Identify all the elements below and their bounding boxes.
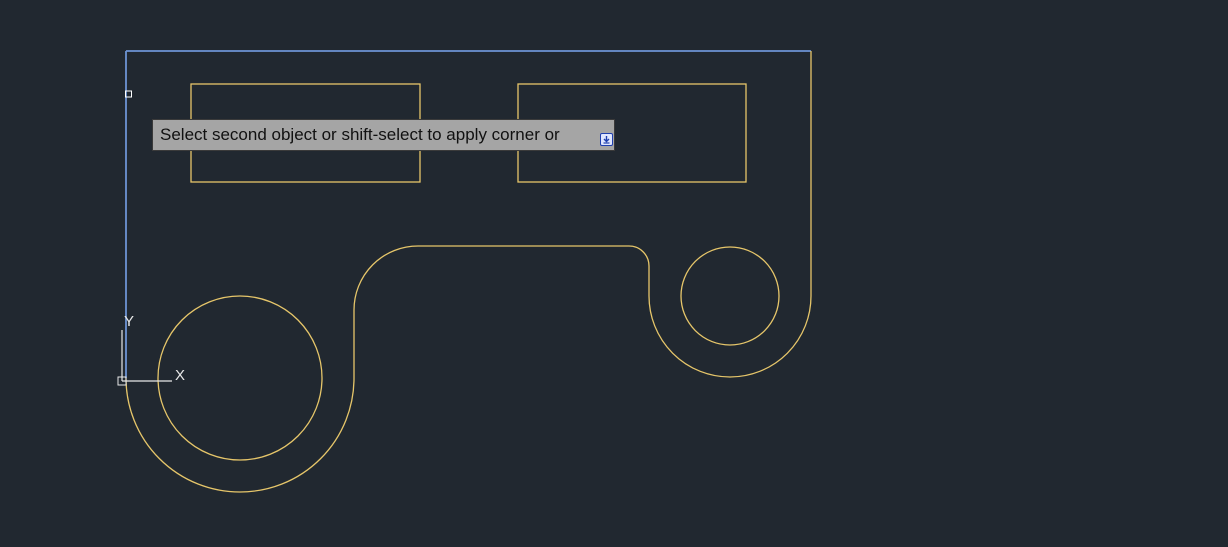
tooltip-text: Select second object or shift-select to …	[160, 125, 560, 144]
selected-edges[interactable]	[125, 50, 811, 378]
circle-large[interactable]	[157, 295, 323, 461]
command-prompt-tooltip: Select second object or shift-select to …	[152, 119, 615, 151]
circle-small[interactable]	[680, 246, 780, 346]
part-outline[interactable]	[125, 51, 812, 493]
ucs-icon: Y X	[117, 313, 185, 386]
ucs-x-label: X	[175, 367, 185, 384]
ucs-y-label: Y	[124, 313, 134, 330]
down-arrow-icon[interactable]	[600, 133, 613, 146]
grip-square[interactable]	[125, 90, 132, 98]
